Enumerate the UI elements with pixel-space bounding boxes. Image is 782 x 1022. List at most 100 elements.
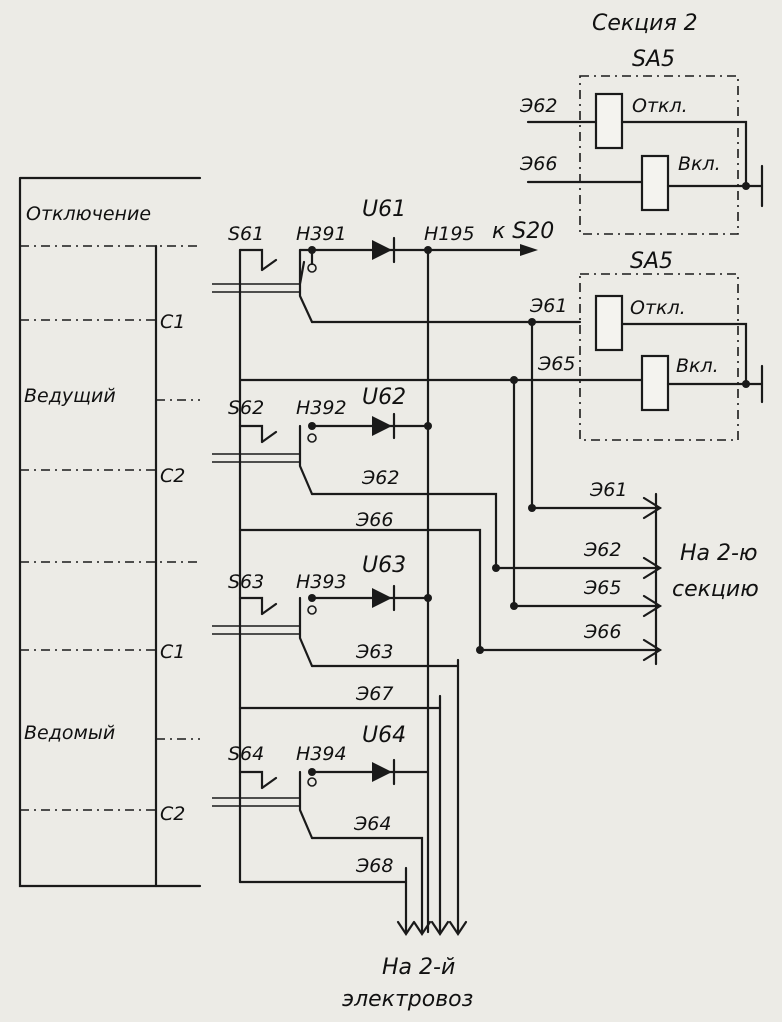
wire bbox=[238, 528, 662, 652]
wire-label: Н391 bbox=[296, 223, 347, 245]
wire bbox=[310, 770, 430, 934]
contact-bar bbox=[212, 625, 300, 635]
switch-label: S63 bbox=[228, 571, 264, 593]
relay-box-upper: Э62 Э66 Откл. Вкл. bbox=[519, 75, 764, 235]
bottom-note-line2: электровоз bbox=[342, 987, 473, 1012]
position-label: C2 bbox=[160, 803, 185, 825]
diode-icon bbox=[372, 416, 392, 436]
to-s20-label: к S20 bbox=[492, 219, 554, 244]
relay-wire-off: Э62 bbox=[519, 95, 557, 117]
relay-on-label: Вкл. bbox=[678, 153, 721, 175]
mode-disconnect: Отключение bbox=[26, 203, 151, 225]
junction bbox=[742, 182, 750, 190]
switch-contact bbox=[238, 770, 314, 840]
contact-bar bbox=[212, 283, 300, 293]
relay-box-frame bbox=[579, 273, 739, 441]
right-note-line2: секцию bbox=[672, 577, 759, 602]
switch-label: S62 bbox=[228, 397, 264, 419]
wire-label: Н394 bbox=[296, 743, 347, 765]
relay-coil-off bbox=[594, 294, 624, 352]
diode-label: U61 bbox=[362, 197, 406, 222]
junction bbox=[492, 564, 500, 572]
output-label: Э66 bbox=[583, 621, 621, 643]
terminal bbox=[307, 777, 317, 787]
junction bbox=[424, 422, 432, 430]
wire bbox=[310, 424, 662, 570]
terminal bbox=[307, 605, 317, 615]
relay-wire-on: Э66 bbox=[519, 153, 557, 175]
junction bbox=[424, 594, 432, 602]
contact-bar bbox=[212, 453, 300, 463]
junction bbox=[308, 422, 316, 430]
wire bbox=[238, 248, 516, 884]
junction bbox=[528, 318, 536, 326]
relay-on-label: Вкл. bbox=[676, 355, 719, 377]
relay-off-label: Откл. bbox=[632, 95, 688, 117]
bottom-outputs: На 2-й электровоз bbox=[342, 920, 473, 1012]
wire-label: Н393 bbox=[296, 571, 347, 593]
right-note-line1: На 2-ю bbox=[680, 541, 757, 566]
wire-label: Э66 bbox=[355, 509, 393, 531]
mode-table: Отключение Ведущий Ведомый C1 C2 C1 C2 bbox=[18, 176, 202, 888]
bus-label: Н195 bbox=[424, 223, 475, 245]
arrow-icon bbox=[642, 496, 663, 662]
junction bbox=[308, 246, 316, 254]
table-outline bbox=[18, 176, 202, 888]
relay-wire-off: Э61 bbox=[529, 295, 567, 317]
diode-icon bbox=[372, 588, 392, 608]
position-label: C1 bbox=[160, 641, 185, 663]
wire bbox=[310, 596, 460, 668]
relay-coil-off bbox=[594, 92, 624, 150]
switch-contact bbox=[238, 596, 314, 668]
contact-bar bbox=[212, 797, 300, 807]
relay-coil-on bbox=[640, 154, 670, 212]
mode-driven: Ведомый bbox=[24, 722, 115, 744]
diode-label: U62 bbox=[362, 385, 406, 410]
relay-box-lower: Откл. Вкл. bbox=[579, 273, 764, 441]
output-label: Э65 bbox=[583, 577, 621, 599]
output-label: Э61 bbox=[589, 479, 627, 501]
switch-contact bbox=[238, 424, 314, 496]
junction bbox=[528, 504, 536, 512]
wire-label: Э68 bbox=[355, 855, 393, 877]
junction bbox=[308, 594, 316, 602]
switch-contact bbox=[238, 248, 314, 324]
wire-label: Э63 bbox=[355, 641, 393, 663]
arrow-icon bbox=[396, 920, 468, 936]
arrow-icon bbox=[520, 244, 538, 256]
junction bbox=[476, 646, 484, 654]
contact-row: S63 Н393 U63 bbox=[212, 553, 460, 710]
diode-icon bbox=[372, 762, 392, 782]
output-label: Э62 bbox=[583, 539, 621, 561]
wire bbox=[512, 320, 662, 608]
terminal bbox=[307, 263, 317, 273]
relay-coil-on bbox=[640, 354, 670, 412]
junction bbox=[742, 380, 750, 388]
wire-label: Э67 bbox=[355, 683, 393, 705]
terminal bbox=[307, 433, 317, 443]
position-label: C1 bbox=[160, 311, 185, 333]
junction bbox=[424, 246, 432, 254]
section2-title: Секция 2 bbox=[592, 11, 698, 36]
bottom-note-line1: На 2-й bbox=[382, 955, 455, 980]
mode-leading: Ведущий bbox=[24, 385, 116, 407]
diode-icon bbox=[372, 240, 392, 260]
position-label: C2 bbox=[160, 465, 185, 487]
switch-label: S64 bbox=[228, 743, 264, 765]
relay-wire-on: Э65 bbox=[537, 353, 575, 375]
diode-label: U63 bbox=[362, 553, 406, 578]
wire-label: Н392 bbox=[296, 397, 347, 419]
diode-label: U64 bbox=[362, 723, 406, 748]
section2-switch: SA5 bbox=[632, 47, 675, 72]
wire-label: Э64 bbox=[353, 813, 391, 835]
relay-label: SA5 bbox=[630, 249, 673, 274]
relay-off-label: Откл. bbox=[630, 297, 686, 319]
contact-row: S62 Н392 U62 bbox=[212, 385, 662, 652]
contact-row: S61 Н391 U61 bbox=[212, 197, 582, 324]
contact-row: S64 Н394 U64 bbox=[212, 723, 430, 934]
right-outputs: Э61 Э62 Э65 Э66 На 2-ю секцию bbox=[583, 479, 759, 666]
contact-assembly: S61 Н391 U61 S62 Н392 U62 bbox=[212, 197, 662, 934]
junction bbox=[510, 602, 518, 610]
junction bbox=[510, 376, 518, 384]
